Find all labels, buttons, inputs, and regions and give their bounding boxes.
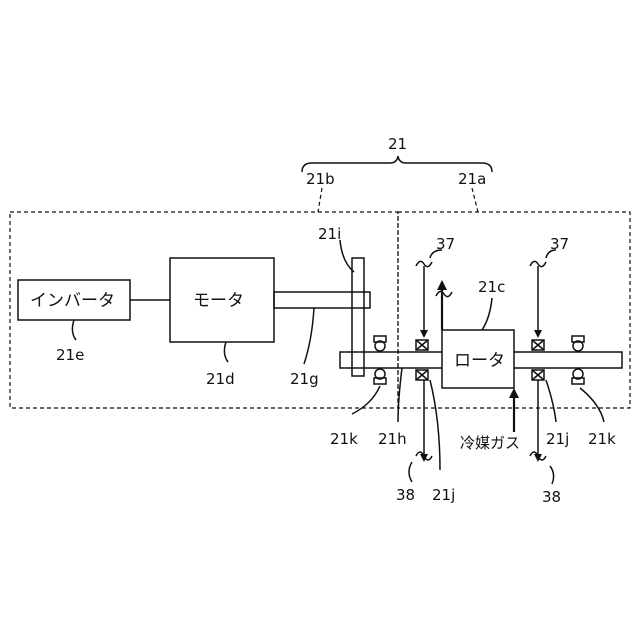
flow-38-left	[409, 380, 432, 482]
discharge-arrow	[436, 280, 452, 330]
leader-21d	[224, 342, 228, 362]
rotor-label: ロータ	[454, 351, 505, 371]
motor-shaft	[274, 292, 370, 308]
bearing-21j-right	[532, 340, 544, 380]
leader-21h	[398, 368, 402, 422]
label-21j-right: 21j	[546, 430, 569, 448]
leader-21k-left	[352, 386, 380, 414]
label-21g: 21g	[290, 370, 319, 388]
label-21b: 21b	[306, 170, 335, 188]
leader-21c	[482, 298, 492, 330]
label-38-right: 38	[542, 488, 561, 506]
label-21: 21	[388, 135, 407, 153]
leader-21a	[472, 188, 478, 212]
bearing-21k-right	[572, 336, 584, 384]
leader-21j-right	[546, 380, 556, 422]
gear-plate	[352, 258, 364, 376]
bearing-21k-left	[374, 336, 386, 384]
label-21c: 21c	[478, 278, 505, 296]
leader-21b	[318, 188, 322, 212]
label-21d: 21d	[206, 370, 235, 388]
leader-21e	[72, 320, 76, 340]
label-37-right: 37	[550, 235, 569, 253]
label-21a: 21a	[458, 170, 486, 188]
flow-37-right	[530, 250, 556, 338]
refrigerant-inlet-arrow	[509, 388, 519, 432]
label-21e: 21e	[56, 346, 84, 364]
leader-21g	[304, 308, 314, 364]
refrigerant-gas-label: 冷媒ガス	[460, 434, 520, 452]
inverter-label: インバータ	[30, 291, 115, 311]
label-21k-left: 21k	[330, 430, 358, 448]
leader-21k-right	[580, 388, 604, 422]
bearing-21j-left	[416, 340, 428, 380]
label-21i: 21i	[318, 225, 341, 243]
label-21j-lower: 21j	[432, 486, 455, 504]
label-38-left: 38	[396, 486, 415, 504]
flow-37-left	[416, 250, 442, 338]
label-21k-right: 21k	[588, 430, 616, 448]
label-21h: 21h	[378, 430, 407, 448]
motor-label: モータ	[193, 291, 244, 311]
label-37-left: 37	[436, 235, 455, 253]
